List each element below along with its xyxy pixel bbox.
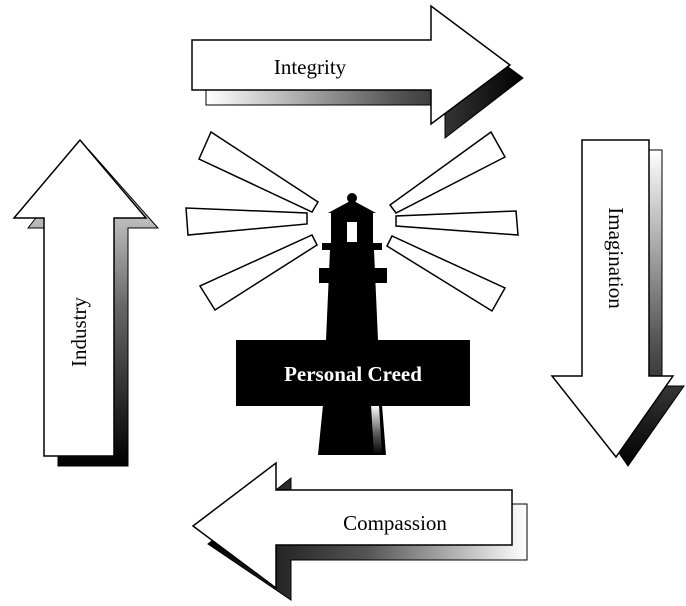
industry-arrow-shape [12,138,148,457]
compassion-label: Compassion [343,511,447,535]
light-beams [185,130,519,313]
beam-left-lower [198,234,318,312]
imagination-arrow-shape [550,139,675,459]
lighthouse-icon [318,193,387,455]
integrity-label: Integrity [274,55,347,79]
beam-right-lower [386,235,507,313]
beam-left-upper [198,130,320,213]
compassion-arrow-shape [191,461,513,590]
compassion-arrow: Compassion [191,461,528,601]
beam-right-upper [388,130,507,214]
personal-creed-label: Personal Creed [284,362,422,386]
imagination-label: Imagination [604,207,628,309]
personal-creed-banner: Personal Creed [236,340,470,406]
integrity-arrow: Integrity [191,4,524,140]
imagination-arrow: Imagination [550,139,685,467]
industry-label: Industry [67,297,91,367]
beam-left-middle [185,207,308,236]
beam-right-middle [395,210,519,236]
integrity-arrow-shape [191,4,512,126]
banner-background [236,340,470,406]
industry-arrow: Industry [12,138,160,467]
